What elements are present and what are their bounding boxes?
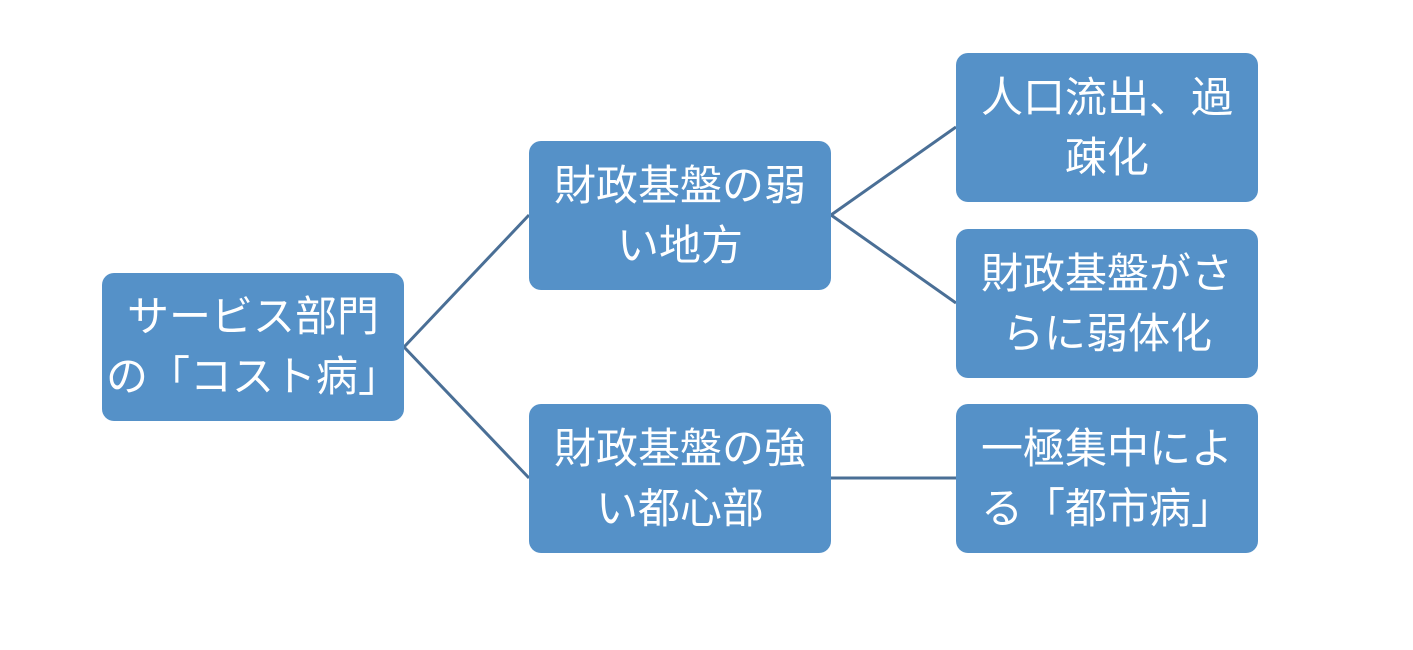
node-weak-finance: 財政基盤の弱 い地方 (529, 141, 831, 290)
node-depopulation-line-1: 人口流出、過 (980, 72, 1233, 122)
node-weak-finance-line-2: い地方 (616, 220, 743, 270)
connector-root-weak (402, 213, 531, 349)
connector-root-strong (402, 345, 531, 480)
node-urban-disease-line-1: 一極集中によ (980, 423, 1233, 473)
connector-weak-weaker (830, 213, 957, 305)
node-weak-finance-line-1: 財政基盤の弱 (553, 160, 806, 210)
node-strong-finance-line-2: い都心部 (595, 483, 764, 533)
node-root-line-2: の「コスト病」 (105, 352, 400, 401)
node-urban-disease-line-2: る「都市病」 (980, 483, 1233, 533)
node-further-weakening-line-1: 財政基盤がさ (980, 248, 1233, 298)
node-strong-finance-line-1: 財政基盤の強 (553, 423, 806, 473)
node-further-weakening-line-2: らに弱体化 (1001, 308, 1212, 358)
node-root-line-1: サービス部門 (126, 292, 379, 341)
node-root: サービス部門 の「コスト病」 (102, 273, 404, 421)
node-urban-disease: 一極集中によ る「都市病」 (956, 404, 1258, 553)
node-further-weakening: 財政基盤がさ らに弱体化 (956, 229, 1258, 378)
node-depopulation: 人口流出、過 疎化 (956, 53, 1258, 202)
node-strong-finance: 財政基盤の強 い都心部 (529, 404, 831, 553)
node-depopulation-line-2: 疎化 (1064, 132, 1149, 182)
connector-weak-depop (830, 125, 957, 217)
